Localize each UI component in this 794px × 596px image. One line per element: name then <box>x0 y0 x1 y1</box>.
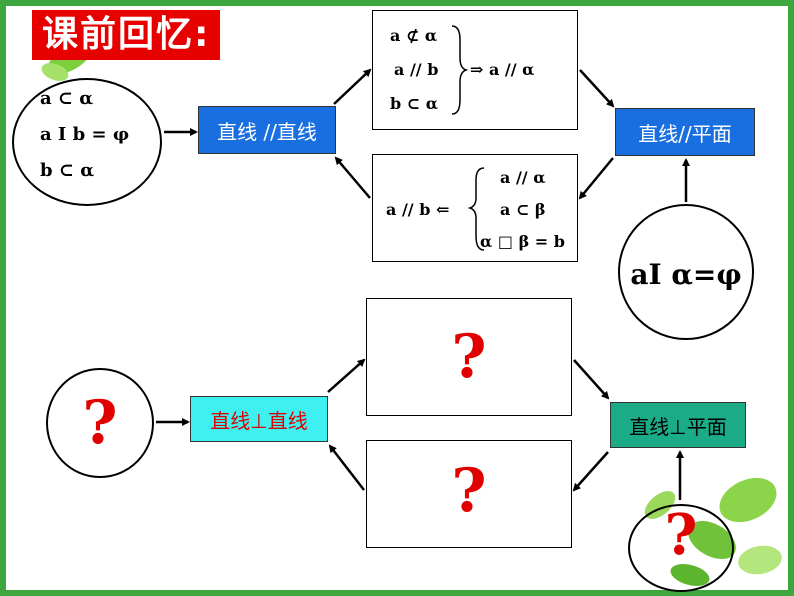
arrow-upper-box-to-perp-plane <box>574 360 608 398</box>
arrow-perp-line-to-upper-box <box>328 360 364 392</box>
arrow-perp-plane-to-lower-box <box>574 452 608 490</box>
arrow-lower-box-to-perp-line <box>330 446 364 490</box>
arrow-line-to-upper-box <box>334 70 370 104</box>
arrow-lower-box-to-line <box>336 158 370 198</box>
arrow-upper-box-to-plane <box>580 70 613 106</box>
arrow-plane-to-lower-box <box>580 158 613 198</box>
upper-box-brace <box>452 26 466 114</box>
lower-box-brace <box>470 168 484 250</box>
